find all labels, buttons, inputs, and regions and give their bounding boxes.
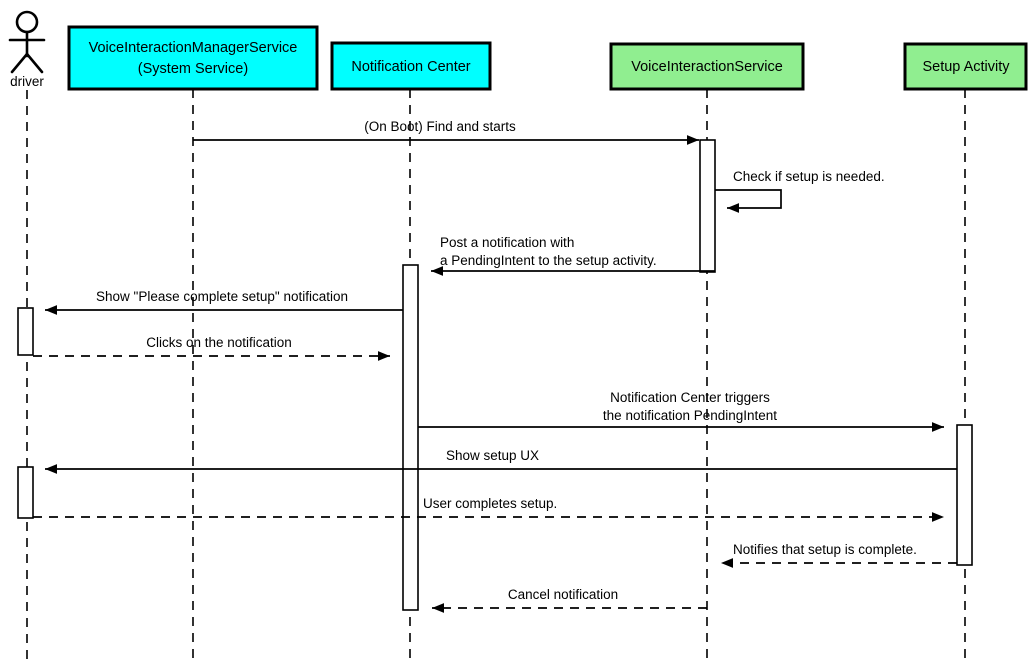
message-user-completes-setup[interactable]: User completes setup. — [33, 496, 944, 522]
activation-bars-group — [17, 139, 973, 611]
participant-voice-interaction-service[interactable]: VoiceInteractionService — [609, 42, 805, 91]
participant-box-notification-center[interactable] — [330, 41, 492, 91]
message-arrow-check-if-setup-is-needed — [715, 189, 782, 213]
participant-box-voice-interaction-service[interactable] — [609, 42, 805, 91]
message-post-a-notification[interactable]: Post a notification with a PendingIntent… — [431, 235, 715, 276]
participant-label-vims-line1: VoiceInteractionManagerService — [89, 40, 298, 56]
participant-label-voice-interaction-service: VoiceInteractionService — [631, 59, 783, 75]
message-label-show-please-complete-setup-notification: Show "Please complete setup" notificatio… — [96, 289, 348, 304]
participant-vims[interactable]: VoiceInteractionManagerService (System S… — [67, 25, 319, 91]
message-label-user-completes-setup: User completes setup. — [423, 496, 557, 511]
message-notification-center-triggers-pendingintent[interactable]: Notification Center triggers the notific… — [418, 390, 944, 432]
message-clicks-on-the-notification[interactable]: Clicks on the notification — [33, 335, 390, 361]
message-cancel-notification[interactable]: Cancel notification — [432, 587, 707, 613]
activation-bar-setup-activity — [956, 424, 973, 566]
participant-setup-activity[interactable]: Setup Activity — [903, 42, 1028, 91]
message-on-boot-find-and-starts[interactable]: (On Boot) Find and starts — [193, 119, 699, 145]
message-label-notification-center-triggers-pendingintent-line1: Notification Center triggers — [610, 390, 770, 405]
participant-label-vims-line2: (System Service) — [138, 61, 248, 77]
participant-label-notification-center: Notification Center — [351, 59, 470, 75]
participant-box-vims[interactable] — [67, 25, 319, 91]
activation-bar-notification-center — [402, 264, 419, 611]
message-label-on-boot-find-and-starts: (On Boot) Find and starts — [364, 119, 516, 134]
message-label-notification-center-triggers-pendingintent-line2: the notification PendingIntent — [603, 408, 777, 423]
message-show-setup-ux[interactable]: Show setup UX — [45, 448, 957, 474]
message-label-notifies-that-setup-is-complete: Notifies that setup is complete. — [733, 542, 917, 557]
actor-head-icon — [15, 10, 39, 34]
message-label-post-a-notification-line1: Post a notification with — [440, 235, 574, 250]
activation-bar-voice-interaction-service — [699, 139, 716, 273]
participant-box-setup-activity[interactable] — [903, 42, 1028, 91]
message-label-check-if-setup-is-needed: Check if setup is needed. — [733, 169, 885, 184]
message-label-clicks-on-the-notification: Clicks on the notification — [146, 335, 292, 350]
message-label-post-a-notification-line2: a PendingIntent to the setup activity. — [440, 253, 657, 268]
activation-bar-driver-2 — [17, 466, 34, 519]
actor-leg-right-icon — [25, 52, 44, 74]
message-show-please-complete-setup-notification[interactable]: Show "Please complete setup" notificatio… — [45, 289, 403, 315]
message-label-cancel-notification: Cancel notification — [508, 587, 618, 602]
message-label-show-setup-ux: Show setup UX — [446, 448, 539, 463]
participant-label-setup-activity: Setup Activity — [922, 59, 1010, 75]
activation-bar-driver-1 — [17, 307, 34, 356]
message-check-if-setup-is-needed[interactable]: Check if setup is needed. — [715, 169, 885, 213]
participant-notification-center[interactable]: Notification Center — [330, 41, 492, 91]
participant-label-driver: driver — [10, 74, 44, 89]
participant-driver[interactable]: driver — [8, 10, 46, 89]
actor-leg-left-icon — [10, 52, 29, 74]
message-notifies-that-setup-is-complete[interactable]: Notifies that setup is complete. — [721, 542, 957, 568]
